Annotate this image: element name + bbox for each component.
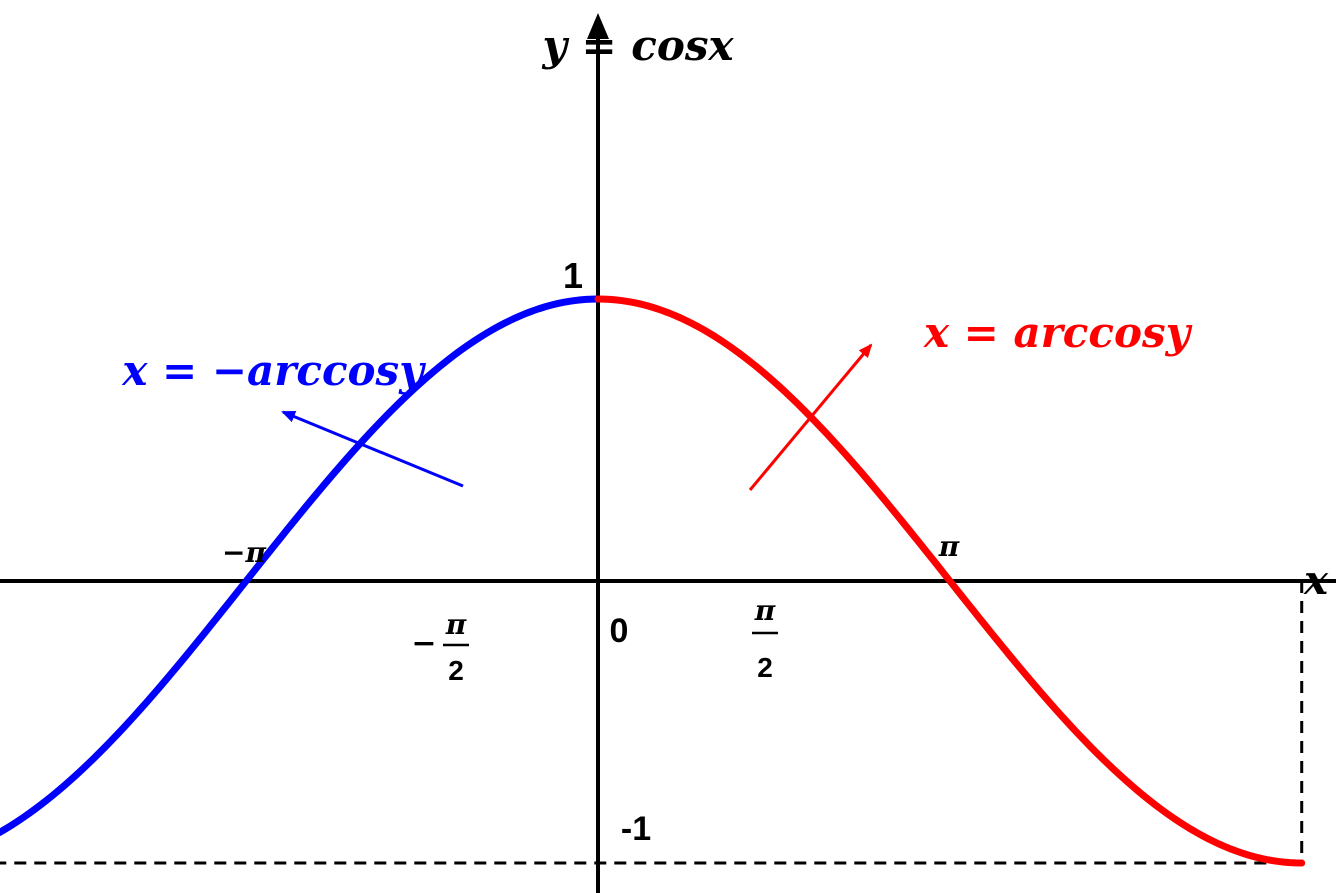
series-label-negative-arccos: x = −arccosy (121, 346, 426, 395)
x-axis-label: x (1303, 557, 1329, 604)
tick-denominator: 2 (757, 652, 773, 683)
y-tick-label-one: 1 (563, 255, 583, 296)
blue-pointer-arrow (281, 410, 464, 488)
x-tick-label-neg-half-pi: − π 2 (411, 608, 469, 686)
x-tick-label-pi: π (938, 530, 960, 563)
x-tick-label-half-pi: π 2 (752, 594, 778, 683)
tick-sign: − (411, 626, 436, 661)
y-axis-arrow-icon (587, 13, 609, 39)
series-label-arccos: x = arccosy (923, 308, 1193, 357)
x-tick-label-neg-pi: −π (222, 536, 266, 569)
red-pointer-arrow (748, 343, 873, 491)
series-line-negative-arccos (0, 295, 602, 837)
chart-title: y = cosx (541, 21, 734, 70)
y-tick-label-neg-one: -1 (621, 810, 651, 848)
tick-numerator: π (754, 594, 776, 627)
tick-numerator: π (445, 608, 467, 641)
x-tick-label-zero: 0 (610, 612, 629, 650)
series-line-arccos (594, 295, 1306, 867)
tick-denominator: 2 (448, 655, 464, 686)
